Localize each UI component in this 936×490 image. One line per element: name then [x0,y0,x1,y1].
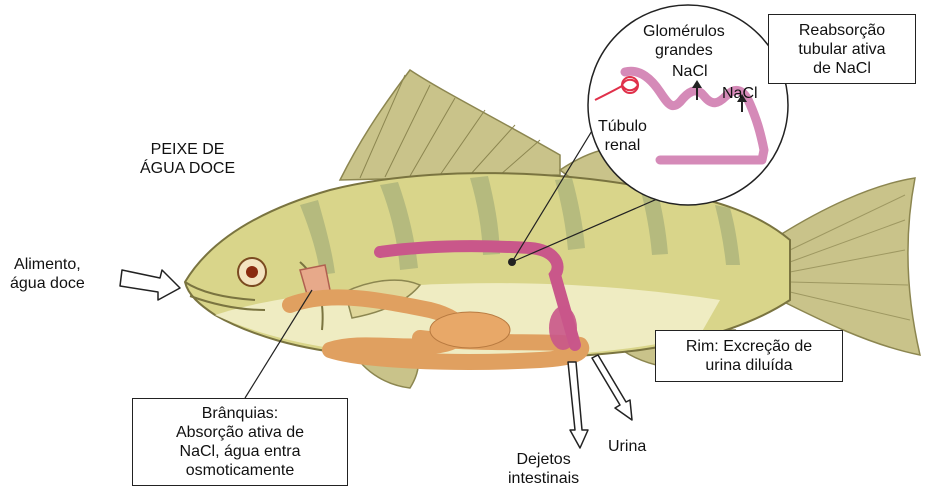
tubulo-line-2: renal [598,136,647,155]
label-alimento: Alimento, água doce [10,255,85,293]
label-glomerulos: Glomérulos grandes [643,22,725,60]
title-line-1: PEIXE DE [140,140,235,159]
box-rim: Rim: Excreção de urina diluída [655,330,843,382]
branquias-line-1: Brânquias: [202,404,279,423]
intake-arrow [120,270,180,300]
label-dejetos: Dejetos intestinais [508,450,579,488]
rim-line-1: Rim: Excreção de [686,337,812,356]
branquias-line-2: Absorção ativa de [176,423,304,442]
fish-pupil [246,266,258,278]
feces-arrow [568,362,588,448]
urine-arrow [592,355,632,420]
stomach [430,312,510,348]
title-line-2: ÁGUA DOCE [140,159,235,178]
tubulo-line-1: Túbulo [598,117,647,136]
diagram-title: PEIXE DE ÁGUA DOCE [140,140,235,178]
label-urina: Urina [608,437,646,456]
branquias-line-4: osmoticamente [186,461,295,480]
label-nacl-1: NaCl [672,62,708,81]
tail-fin [780,178,920,355]
alimento-line-1: Alimento, [10,255,85,274]
branquias-line-3: NaCl, água entra [180,442,301,461]
box-branquias: Brânquias: Absorção ativa de NaCl, água … [132,398,348,486]
alimento-line-2: água doce [10,274,85,293]
glomerulos-line-1: Glomérulos [643,22,725,41]
label-tubulo: Túbulo renal [598,117,647,155]
box-reabsorcao: Reabsorção tubular ativa de NaCl [768,14,916,84]
reabsorcao-line-1: Reabsorção [799,21,885,40]
dorsal-fin-spiny [340,70,560,180]
urinary-bladder [549,306,577,350]
dejetos-line-2: intestinais [508,469,579,488]
reabsorcao-line-3: de NaCl [813,59,871,78]
glomerulos-line-2: grandes [643,41,725,60]
dejetos-line-1: Dejetos [508,450,579,469]
label-nacl-2: NaCl [722,84,758,103]
reabsorcao-line-2: tubular ativa [798,40,885,59]
rim-line-2: urina diluída [705,356,792,375]
